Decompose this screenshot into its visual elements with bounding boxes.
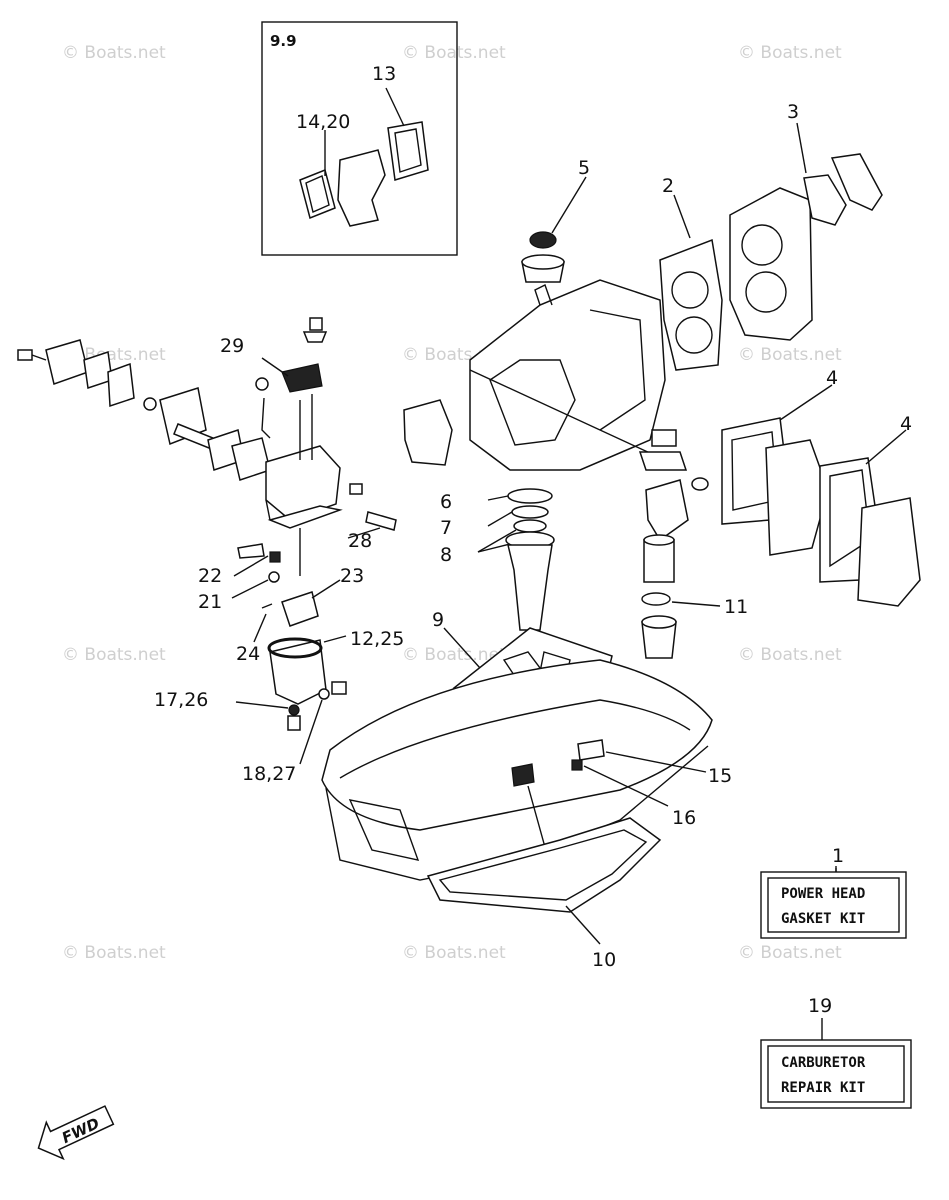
exhaust-inner-plate [765,439,829,556]
seal-6 [507,488,553,504]
kit-label-line1: CARBURETOR [781,1055,866,1071]
callout-22: 22 [198,565,222,587]
part-21 [268,571,280,583]
callout-12-25: 12,25 [350,628,404,650]
float-23 [281,591,319,627]
callout-19: 19 [808,995,832,1017]
watermark-group: © Boats.net © Boats.net © Boats.net © Bo… [62,43,842,963]
callout-2: 2 [662,175,674,197]
fuel-pump [645,479,689,542]
watermark: © Boats.net [738,943,842,963]
callout-14-20: 14,20 [296,111,350,133]
callout-9: 9 [432,609,444,631]
part-22 [269,551,281,563]
seal-7 [511,505,549,519]
cylinder-head [729,187,813,341]
side-cover [403,399,453,466]
callout-6: 6 [440,491,452,513]
kit-box-outer [760,1039,912,1109]
watermark: © Boats.net [402,645,506,665]
inset-9-9: 9.9 14,20 13 [261,21,458,256]
float-bowl [269,639,327,705]
kit-label-line2: GASKET KIT [781,911,865,927]
cylinder-block-assembly: 5 2 3 4 4 [403,101,921,659]
oil-seal-5 [529,231,557,249]
watermark: © Boats.net [738,43,842,63]
callout-17-26: 17,26 [154,689,208,711]
watermark: © Boats.net [62,43,166,63]
callout-28: 28 [348,530,372,552]
plate-29 [281,363,323,393]
inset-label: 9.9 [270,32,297,50]
gasket-17-26 [288,704,300,716]
watermark: © Boats.net [738,345,842,365]
seal-8 [513,519,547,533]
fwd-arrow: FWD [37,1105,115,1161]
callout-11: 11 [724,596,748,618]
fwd-arrow-shape [37,1105,115,1161]
callout-3: 3 [787,101,799,123]
oil-pipe [507,544,553,631]
kit-label-line2: REPAIR KIT [781,1080,865,1096]
lower-assembly: 6 7 8 9 15 16 15 10 [321,488,732,971]
kit-box-outer [760,871,907,939]
callout-16: 16 [672,807,696,829]
callout-24: 24 [236,643,260,665]
callout-21: 21 [198,591,222,613]
watermark: © Boats.net [738,645,842,665]
exhaust-guide [321,659,713,831]
watermark: © Boats.net [402,943,506,963]
gasket-10 [426,817,662,913]
kit-box-inner [767,877,900,933]
head-gasket-2 [659,238,723,371]
head-cover [830,153,883,211]
reed-plate [337,149,386,227]
fuel-filter [643,539,675,583]
watermark: © Boats.net [62,645,166,665]
cap-15 [511,763,535,787]
exhaust-cover [857,497,921,607]
gasket-14-20 [299,168,336,220]
callout-13: 13 [372,63,396,85]
callout-29: 29 [220,335,244,357]
callout-18-27: 18,27 [242,763,296,785]
inset-frame [261,21,458,256]
gasket-3 [803,174,847,226]
cylinder-block [469,279,666,471]
callout-10: 10 [592,949,616,971]
kit-label-line1: POWER HEAD [781,886,865,902]
callout-4: 4 [826,367,838,389]
watermark: © Boats.net [402,43,506,63]
callout-5: 5 [578,157,590,179]
power-head-gasket-kit: 1 POWER HEAD GASKET KIT [760,845,907,939]
callout-23: 23 [340,565,364,587]
intake-flange [45,339,89,385]
watermark: © Boats.net [62,943,166,963]
part-18-27 [318,688,330,700]
callout-1: 1 [832,845,844,867]
callout-15: 15 [708,765,732,787]
callout-8: 8 [440,544,452,566]
callout-7: 7 [440,517,452,539]
bowl-gasket-12-25 [267,637,323,659]
o-ring-11 [641,592,671,606]
cap-15b [577,739,605,761]
kit-box-inner [767,1045,905,1103]
callout-4: 4 [900,413,912,435]
screw-28 [365,511,397,531]
screw-16 [571,759,583,771]
carburetor-repair-kit: 19 CARBURETOR REPAIR KIT [760,995,912,1109]
carburetor-assembly: 29 28 22 21 23 24 12,25 17,26 [17,317,404,785]
